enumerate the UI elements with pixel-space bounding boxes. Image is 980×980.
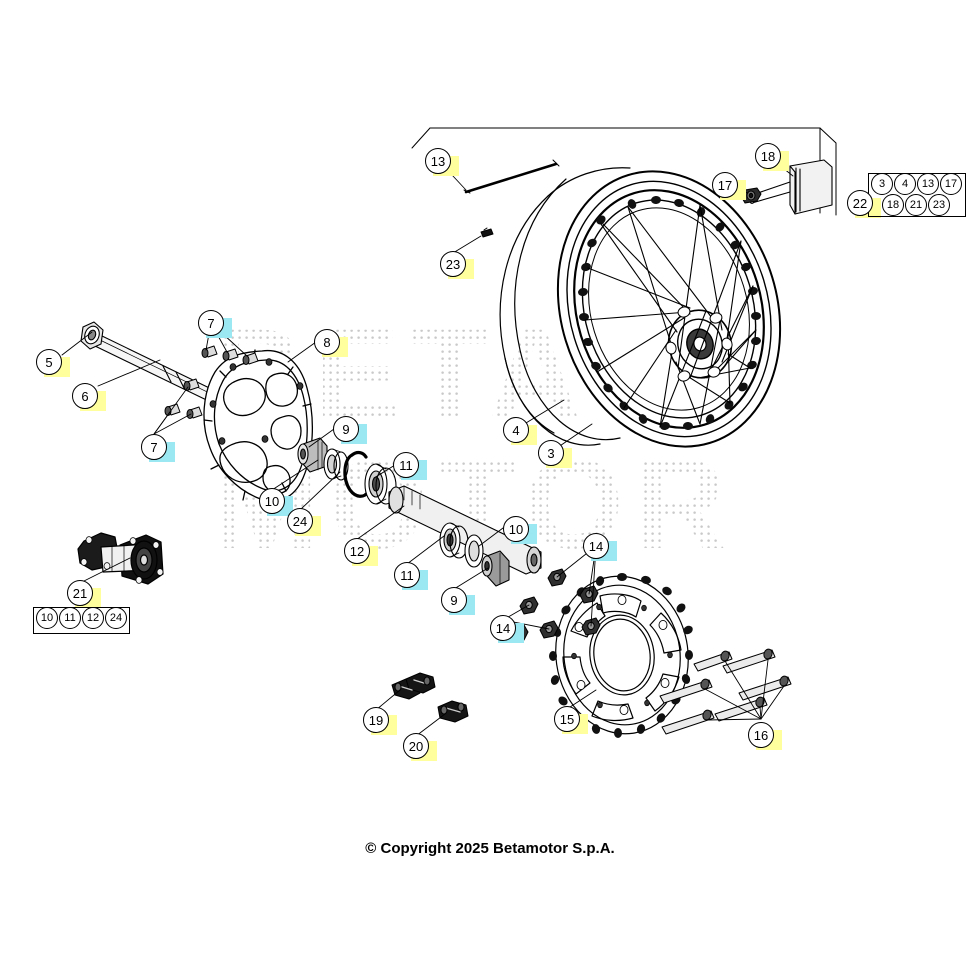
callout-23[interactable]: 23 bbox=[440, 251, 466, 277]
copyright-notice: © Copyright 2025 Betamotor S.p.A. bbox=[365, 840, 615, 857]
callout-12[interactable]: 12 bbox=[344, 538, 370, 564]
legend-bl-item-11[interactable]: 11 bbox=[59, 607, 81, 629]
legend-tr-item-18[interactable]: 18 bbox=[882, 194, 904, 216]
callout-18[interactable]: 18 bbox=[755, 143, 781, 169]
callout-14[interactable]: 14 bbox=[490, 615, 516, 641]
legend-bl-item-12[interactable]: 12 bbox=[82, 607, 104, 629]
callout-11[interactable]: 11 bbox=[393, 452, 419, 478]
callout-5[interactable]: 5 bbox=[36, 349, 62, 375]
callout-3[interactable]: 3 bbox=[538, 440, 564, 466]
wheel-hub-part bbox=[77, 532, 164, 585]
legend-tr-item-23[interactable]: 23 bbox=[928, 194, 950, 216]
bearing-stack bbox=[297, 437, 542, 587]
callout-16[interactable]: 16 bbox=[748, 722, 774, 748]
legend-bl-item-10[interactable]: 10 bbox=[36, 607, 58, 629]
assembly-frame bbox=[411, 127, 837, 216]
callout-13[interactable]: 13 bbox=[425, 148, 451, 174]
callout-4[interactable]: 4 bbox=[503, 417, 529, 443]
callout-7[interactable]: 7 bbox=[198, 310, 224, 336]
legend-tr-item-13[interactable]: 13 bbox=[917, 173, 939, 195]
callout-10[interactable]: 10 bbox=[259, 488, 285, 514]
callout-9[interactable]: 9 bbox=[333, 416, 359, 442]
callout-14[interactable]: 14 bbox=[583, 533, 609, 559]
disc-bolt-parts bbox=[164, 345, 259, 419]
legend-tr-item-17[interactable]: 17 bbox=[940, 173, 962, 195]
legend-tr-item-4[interactable]: 4 bbox=[894, 173, 916, 195]
valve-stem-part bbox=[748, 159, 833, 215]
chain-link-parts bbox=[391, 672, 469, 723]
callout-7[interactable]: 7 bbox=[141, 434, 167, 460]
callout-21[interactable]: 21 bbox=[67, 580, 93, 606]
callout-24[interactable]: 24 bbox=[287, 508, 313, 534]
callout-9[interactable]: 9 bbox=[441, 587, 467, 613]
brake-disc-part bbox=[203, 349, 314, 502]
spoke-part bbox=[463, 159, 560, 194]
sprocket-bolt-parts bbox=[659, 648, 792, 735]
legend-tr-item-21[interactable]: 21 bbox=[905, 194, 927, 216]
legend-tr-item-3[interactable]: 3 bbox=[871, 173, 893, 195]
valve-nut-part bbox=[740, 187, 762, 204]
axle-nut-part bbox=[80, 321, 104, 350]
legend-bl-item-24[interactable]: 24 bbox=[105, 607, 127, 629]
callout-15[interactable]: 15 bbox=[554, 706, 580, 732]
callout-19[interactable]: 19 bbox=[363, 707, 389, 733]
callout-10[interactable]: 10 bbox=[503, 516, 529, 542]
callout-6[interactable]: 6 bbox=[72, 383, 98, 409]
callout-11[interactable]: 11 bbox=[394, 562, 420, 588]
callout-22[interactable]: 22 bbox=[847, 190, 873, 216]
callout-17[interactable]: 17 bbox=[712, 172, 738, 198]
callout-20[interactable]: 20 bbox=[403, 733, 429, 759]
callout-8[interactable]: 8 bbox=[314, 329, 340, 355]
spoke-nipple-part bbox=[480, 227, 494, 238]
rear-wheel bbox=[499, 167, 782, 448]
